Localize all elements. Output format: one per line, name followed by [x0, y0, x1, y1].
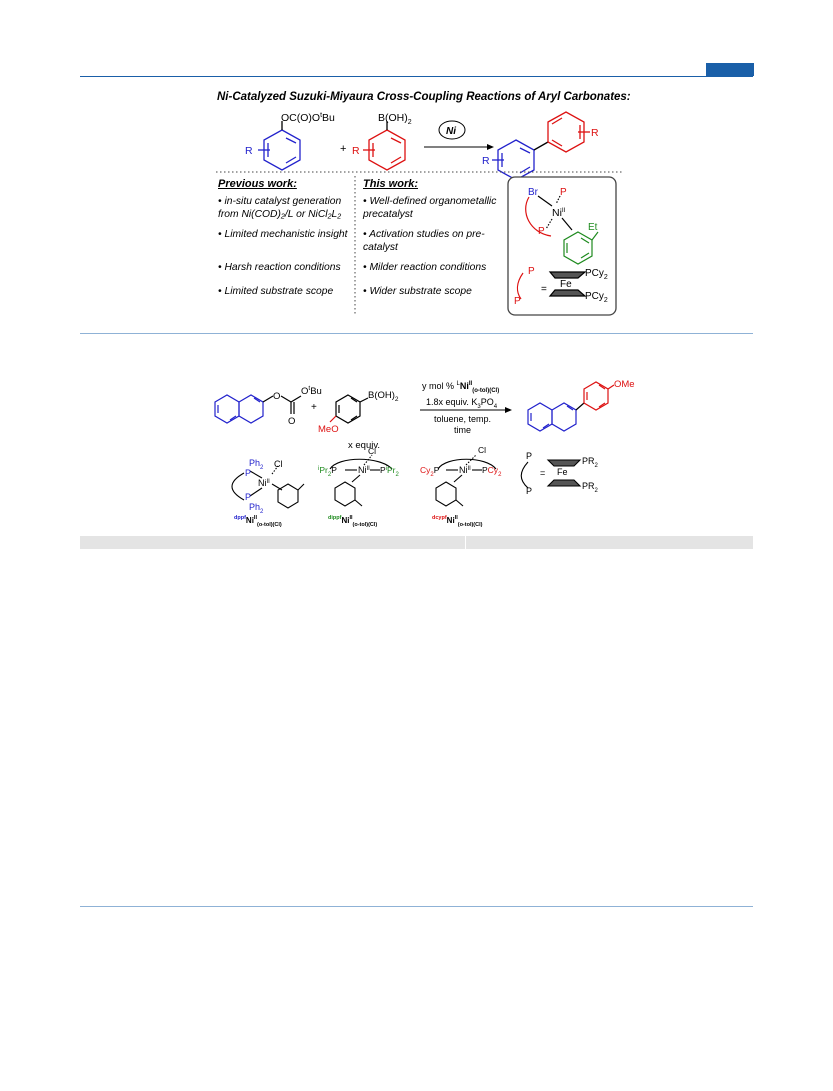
naphthyl-anisole-product-structure: [527, 381, 615, 432]
previous-work-item: • Limited mechanistic insight: [218, 229, 348, 240]
biaryl-product-structure: [492, 111, 590, 181]
box-ferrocene-p-top: P: [528, 266, 535, 277]
dppf-ph2-bottom: Ph2: [249, 502, 264, 515]
aryl-carbonate-structure: [258, 121, 301, 171]
this-work-header: This work:: [363, 178, 419, 190]
scheme2-reaction: O OtBu O + B(OH)2 MeO x equiv. y mol % L…: [214, 379, 635, 528]
boronic-acid-structure: [363, 121, 406, 171]
previous-work-item: • Limited substrate scope: [218, 286, 334, 297]
carbonate-o1: O: [273, 391, 280, 402]
box-fe-label: Fe: [560, 279, 572, 290]
naphthyl-carbonate-structure: [214, 394, 302, 424]
table-header-bar: [80, 536, 753, 549]
r-label-product-right: R: [591, 127, 599, 139]
conditions-line-4: time: [454, 425, 471, 435]
box-et-label: Et: [588, 222, 598, 233]
dcypf-cy2-right: PCy2: [482, 465, 502, 478]
this-work-item: • Milder reaction conditions: [363, 262, 487, 273]
previous-work-item: • Harsh reaction conditions: [218, 262, 341, 273]
this-work-column: This work: • Well-defined organometallic…: [363, 178, 503, 318]
r-label-middle: R: [352, 145, 360, 157]
box-p-top-label: P: [560, 187, 567, 198]
conditions-line-3: toluene, temp.: [434, 414, 491, 424]
box-p-bottom-label: P: [538, 226, 545, 237]
carbonate-substituent-label: OC(O)OtBu: [281, 112, 335, 124]
this-work-item: • Well-defined organometallic precatalys…: [363, 196, 497, 220]
section-rule-1: [80, 333, 753, 334]
r-label-left: R: [245, 145, 253, 157]
ferrocene-fe: Fe: [557, 467, 568, 477]
header-tab: [706, 63, 754, 76]
this-work-item: • Activation studies on pre-catalyst: [363, 229, 485, 253]
dcypf-ni-catalyst-structure: [435, 454, 497, 507]
dippf-cl: Cl: [368, 446, 376, 456]
dippf-ipr2-right: PiPr2: [380, 465, 400, 478]
box-equals: =: [541, 284, 547, 295]
scheme1-reaction: OC(O)OtBu R + B(OH)2 R Ni R: [216, 111, 624, 316]
dippf-ni-catalyst-structure: [329, 454, 393, 507]
section-rule-2: [80, 906, 753, 907]
dippf-ipr2-left: iPr2P: [318, 465, 337, 478]
dcypf-ni: NiII: [459, 465, 471, 475]
dppf-ph2-top: Ph2: [249, 458, 264, 471]
scheme1-title: Ni-Catalyzed Suzuki-Miyaura Cross-Coupli…: [217, 91, 631, 103]
dppf-cl: Cl: [274, 459, 283, 469]
dcypf-cy2-left: Cy2P: [420, 465, 440, 478]
box-br-label: Br: [528, 187, 539, 198]
ni-catalyst-label: Ni: [446, 126, 456, 137]
dppf-p-top: P: [245, 468, 251, 478]
dcypf-cl: Cl: [478, 445, 486, 455]
ferrocene-p-bottom: P: [526, 486, 532, 496]
carbonate-o3: O: [288, 416, 295, 427]
header-rule: [80, 76, 753, 77]
plus-sign-1: +: [340, 143, 346, 155]
conditions-line-2: 1.8x equiv. K3PO4: [426, 397, 498, 410]
box-ferrocene-p-bottom: P: [514, 296, 521, 307]
methoxyphenylboronic-acid-structure: [329, 394, 369, 424]
ferrocene-pr2-top: PR2: [582, 456, 599, 469]
catalyst-label-dppf: dppfNiII(o-tol)(Cl): [234, 515, 282, 528]
box-pcy2-top: PCy2: [585, 268, 608, 281]
conditions-line-1: y mol % LNiII(o-tol)(Cl): [422, 381, 499, 394]
catalyst-label-dcypf: dcypfNiII(o-tol)(Cl): [432, 515, 483, 528]
this-work-item: • Wider substrate scope: [363, 286, 472, 297]
dppf-p-bottom: P: [245, 492, 251, 502]
catalyst-label-dippf: dippfNiII(o-tol)(Cl): [328, 515, 377, 528]
carbonate-o2-bu: OtBu: [301, 385, 322, 397]
box-pcy2-bottom: PCy2: [585, 291, 608, 304]
meo-label: MeO: [318, 424, 339, 435]
dippf-ni: NiII: [358, 465, 370, 475]
ferrocene-equals: =: [540, 468, 545, 478]
ferrocene-p-top: P: [526, 451, 532, 461]
ferrocene-pr2-bottom: PR2: [582, 481, 599, 494]
dppf-ni-catalyst-structure: [231, 465, 305, 509]
reagent-equivalents: x equiv.: [348, 440, 380, 451]
precatalyst-structure: [516, 195, 599, 300]
previous-work-column: Previous work: • in-situ catalyst genera…: [218, 178, 352, 318]
ferrocene-ligand-structure: [520, 459, 582, 489]
box-ni-label: NiII: [552, 207, 566, 219]
plus-sign-2: +: [311, 402, 317, 413]
table-header-divider: [465, 536, 466, 549]
r-label-product-left: R: [482, 155, 490, 167]
boronic-acid-label: B(OH)2: [378, 112, 412, 126]
boh2-label: B(OH)2: [368, 390, 399, 403]
dppf-ni: NiII: [258, 478, 270, 488]
ome-label: OMe: [614, 379, 635, 390]
previous-work-header: Previous work:: [218, 178, 297, 190]
previous-work-item: • in-situ catalyst generation from Ni(CO…: [218, 196, 342, 220]
